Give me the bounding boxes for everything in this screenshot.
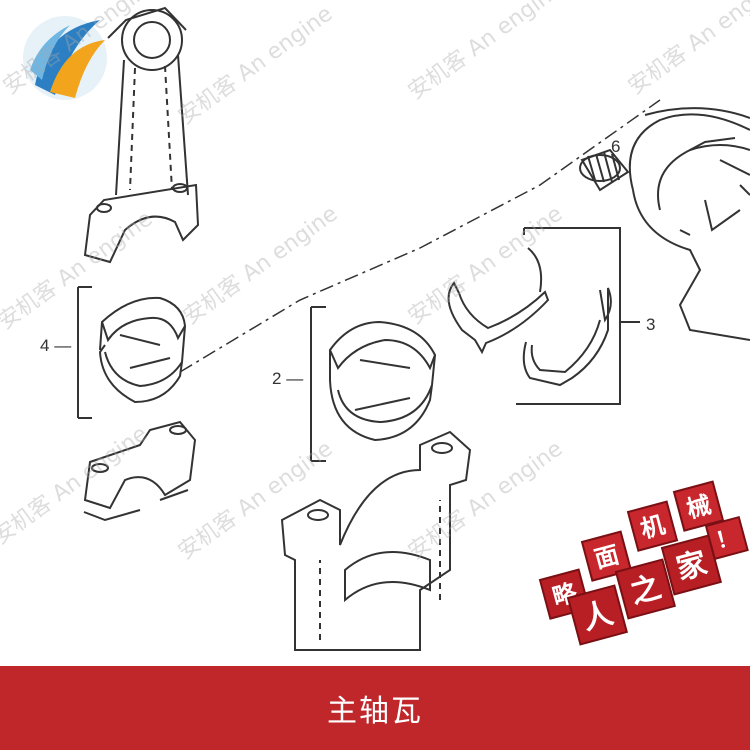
alignment-axis-line bbox=[179, 99, 661, 373]
main-bearing-shell-part-2 bbox=[310, 306, 437, 462]
main-bearing-cap bbox=[280, 430, 472, 651]
footer-title: 主轴瓦 bbox=[327, 694, 423, 729]
red-stamp-logo: 略 面 机 械 人 之 家 ！ bbox=[538, 480, 749, 646]
watermark: 安机客 An engine bbox=[404, 0, 568, 105]
connecting-rod bbox=[83, 6, 200, 264]
callout-label: 4 bbox=[40, 336, 50, 355]
crankshaft bbox=[628, 107, 750, 341]
callout-dash: — bbox=[49, 336, 72, 355]
watermark: 安机客 An engine bbox=[0, 421, 152, 549]
thrust-washer-part-3 bbox=[447, 227, 640, 405]
watermark-group: 安机客 An engine 安机客 An engine 安机客 An engin… bbox=[0, 0, 750, 565]
callout-number-6: 6 bbox=[611, 137, 620, 157]
watermark: 安机客 An engine bbox=[404, 201, 568, 329]
footer-banner: 主轴瓦 bbox=[0, 666, 750, 750]
rod-cap bbox=[83, 420, 197, 522]
brand-logo bbox=[23, 16, 107, 100]
watermark: 安机客 An engine bbox=[404, 436, 568, 564]
callout-label: 6 bbox=[611, 137, 621, 156]
rod-bearing-shell-part-4 bbox=[77, 286, 187, 419]
callout-number-3: 3 bbox=[646, 315, 655, 335]
watermark: 安机客 An engine bbox=[174, 436, 338, 564]
callout-number-4: 4 — bbox=[40, 336, 71, 356]
callout-label: 3 bbox=[646, 315, 656, 334]
callout-dash: — bbox=[281, 369, 304, 388]
spring-pin-part-6 bbox=[579, 148, 630, 192]
callout-number-2: 2 — bbox=[272, 369, 303, 389]
watermark: 安机客 An engine bbox=[624, 0, 750, 100]
watermark: 安机客 An engine bbox=[179, 201, 343, 329]
callout-label: 2 bbox=[272, 369, 282, 388]
watermark: 安机客 An engine bbox=[174, 1, 338, 129]
